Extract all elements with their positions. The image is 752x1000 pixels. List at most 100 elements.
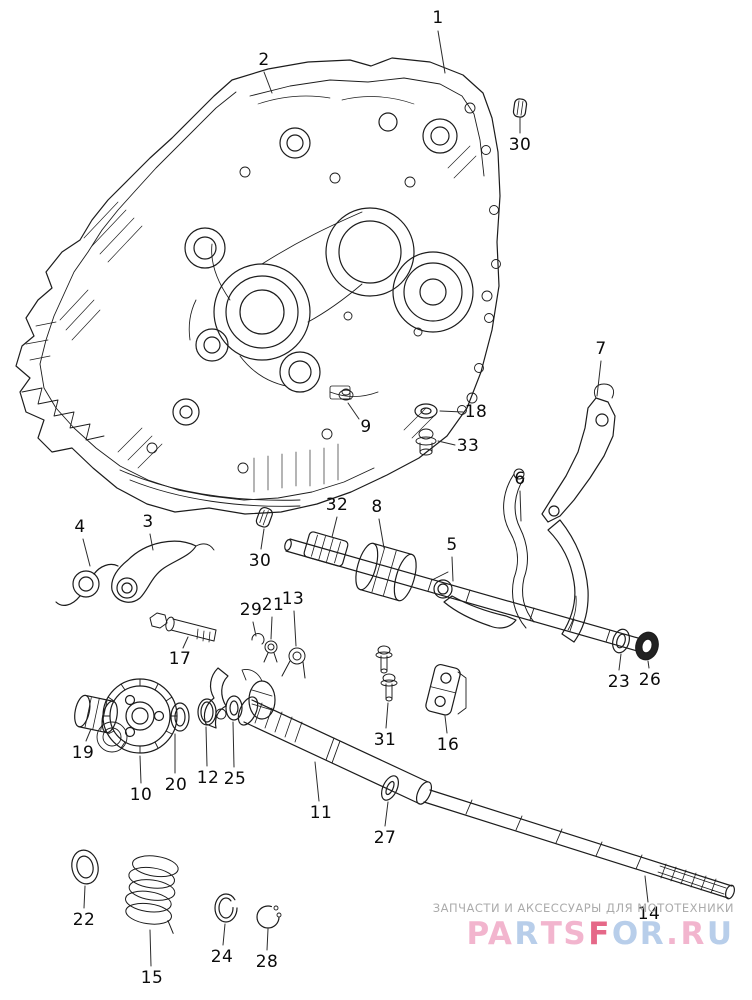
part-number-4: 4 bbox=[74, 517, 86, 537]
watermark-tagline: ЗАПЧАСТИ И АКСЕССУАРЫ ДЛЯ МОТОТЕХНИКИ bbox=[432, 901, 734, 915]
part-number-25: 25 bbox=[223, 769, 247, 789]
detent-arm bbox=[432, 572, 516, 628]
washer-22 bbox=[69, 848, 102, 887]
pawl-arm bbox=[548, 520, 588, 642]
watermark-brand-segment: F bbox=[588, 915, 611, 952]
countershaft-14 bbox=[424, 790, 736, 900]
bracket-16 bbox=[425, 663, 466, 716]
leader-line-part-2 bbox=[264, 72, 272, 93]
part-number-20: 20 bbox=[164, 775, 188, 795]
part-number-12: 12 bbox=[196, 768, 220, 788]
crankcase-outline bbox=[16, 58, 500, 514]
leader-line-part-29 bbox=[253, 622, 256, 636]
leader-line-part-19 bbox=[86, 729, 91, 741]
leader-line-part-9 bbox=[348, 403, 359, 419]
part-number-30: 30 bbox=[248, 551, 272, 571]
part-number-2: 2 bbox=[258, 50, 270, 70]
leader-line-part-12 bbox=[206, 727, 207, 766]
leader-line-part-16 bbox=[445, 716, 447, 733]
washer-12 bbox=[198, 699, 216, 725]
part-number-3: 3 bbox=[142, 512, 154, 532]
leader-line-part-32 bbox=[332, 517, 337, 537]
part-number-8: 8 bbox=[371, 497, 383, 517]
lever-3 bbox=[112, 541, 214, 602]
part-number-10: 10 bbox=[129, 785, 153, 805]
kick-ratchet bbox=[242, 669, 275, 719]
part-number-22: 22 bbox=[72, 910, 96, 930]
shift-fork bbox=[504, 469, 534, 628]
leader-lines bbox=[83, 31, 649, 966]
spindle-oilseal-26 bbox=[633, 630, 662, 663]
part-number-18: 18 bbox=[464, 402, 488, 422]
part-number-13: 13 bbox=[281, 589, 305, 609]
screws-31 bbox=[376, 646, 397, 701]
leader-line-part-8 bbox=[379, 519, 384, 548]
spring-13 bbox=[282, 648, 305, 678]
shift-drum bbox=[352, 541, 421, 603]
part-number-7: 7 bbox=[595, 339, 607, 359]
washer-18 bbox=[415, 404, 437, 418]
crankcase-webs bbox=[189, 212, 378, 399]
bolt-33 bbox=[416, 429, 436, 455]
crankcase-bolt-holes bbox=[147, 103, 501, 473]
part-number-15: 15 bbox=[140, 968, 164, 988]
case-stud bbox=[339, 389, 353, 400]
watermark: ЗАПЧАСТИ И АКСЕССУАРЫ ДЛЯ МОТОТЕХНИКИ PA… bbox=[433, 902, 734, 951]
part-number-16: 16 bbox=[436, 735, 460, 755]
watermark-brand-segment: . bbox=[666, 915, 680, 952]
watermark-brand-segment: U bbox=[706, 915, 734, 952]
part-number-28: 28 bbox=[255, 952, 279, 972]
leader-line-part-4 bbox=[83, 539, 90, 566]
part-number-21: 21 bbox=[261, 595, 285, 615]
leader-line-part-17 bbox=[183, 637, 188, 648]
spring-4 bbox=[56, 564, 118, 605]
leader-line-part-15 bbox=[150, 930, 151, 966]
ring-24 bbox=[215, 894, 237, 922]
bolt-17 bbox=[150, 613, 216, 642]
leader-line-part-3 bbox=[150, 534, 153, 550]
part-number-30: 30 bbox=[508, 135, 532, 155]
leader-line-part-27 bbox=[385, 802, 388, 826]
part-number-32: 32 bbox=[325, 495, 349, 515]
watermark-brand-segment: OR bbox=[611, 915, 666, 952]
part-number-17: 17 bbox=[168, 649, 192, 669]
spindle-washer-23 bbox=[610, 627, 632, 654]
clip-29 bbox=[252, 634, 264, 644]
kick-gear-10 bbox=[97, 679, 177, 753]
leader-line-part-10 bbox=[140, 756, 141, 783]
leader-line-part-5 bbox=[452, 557, 453, 581]
washer-27 bbox=[378, 773, 402, 802]
watermark-brand-segment: PA bbox=[466, 915, 514, 952]
part-number-6: 6 bbox=[514, 469, 526, 489]
leader-line-part-13 bbox=[294, 611, 296, 646]
leader-line-part-33 bbox=[438, 441, 455, 445]
leader-line-part-22 bbox=[84, 886, 85, 908]
part-number-31: 31 bbox=[373, 730, 397, 750]
part-number-23: 23 bbox=[607, 672, 631, 692]
gearshift-spindle bbox=[284, 539, 656, 655]
spring-15 bbox=[122, 853, 184, 934]
leader-line-part-31 bbox=[386, 703, 388, 728]
splined-collar bbox=[303, 531, 349, 567]
part-number-29: 29 bbox=[239, 600, 263, 620]
part-number-9: 9 bbox=[360, 417, 372, 437]
leader-line-part-6 bbox=[520, 491, 521, 521]
leader-line-part-18 bbox=[440, 411, 463, 412]
leader-line-part-30 bbox=[261, 529, 264, 549]
dowel-pin-mid bbox=[255, 506, 274, 528]
leader-line-part-26 bbox=[648, 661, 649, 668]
part-number-19: 19 bbox=[71, 743, 95, 763]
leader-line-part-24 bbox=[223, 924, 225, 945]
crankcase-bores bbox=[173, 113, 473, 425]
leader-line-part-11 bbox=[315, 762, 319, 801]
leader-line-part-28 bbox=[267, 929, 268, 950]
leader-line-part-14 bbox=[645, 876, 648, 902]
part-number-26: 26 bbox=[638, 670, 662, 690]
part-number-33: 33 bbox=[456, 436, 480, 456]
spring-21 bbox=[264, 641, 277, 662]
kick-spindle bbox=[234, 694, 434, 806]
watermark-brand: PARTSFOR.RU bbox=[433, 917, 734, 951]
dowel-pin-top bbox=[513, 98, 527, 117]
